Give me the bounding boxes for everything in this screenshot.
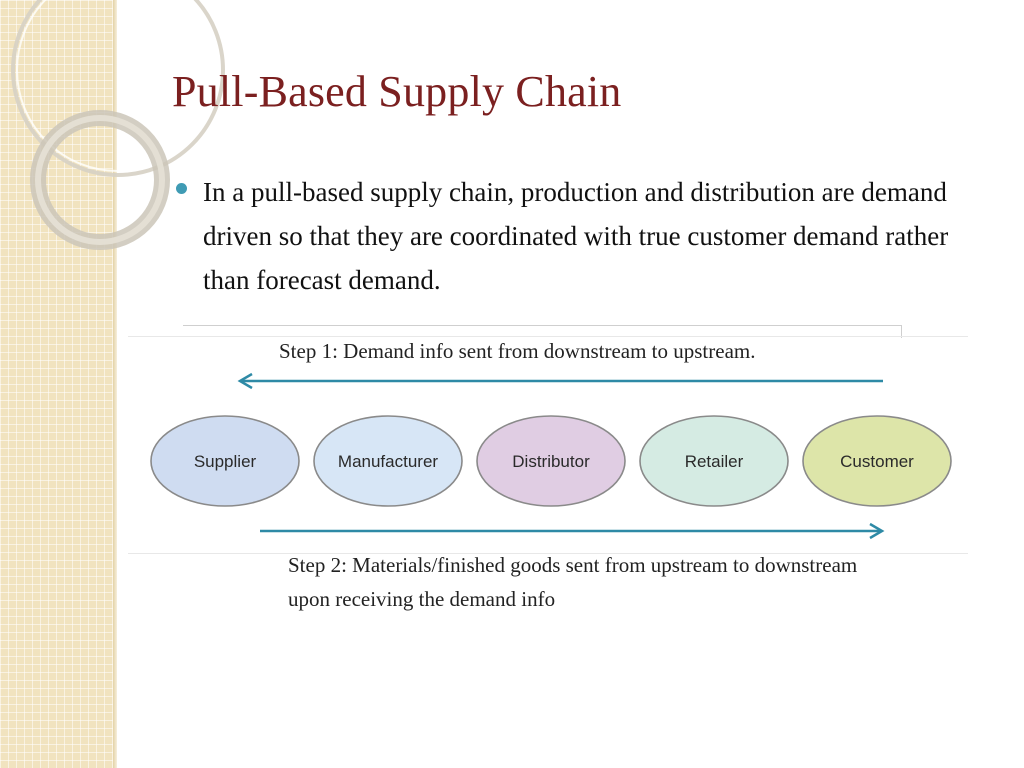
node-customer-label: Customer (840, 452, 914, 471)
figure-frame (183, 325, 902, 338)
node-supplier-label: Supplier (194, 452, 257, 471)
node-customer-shape (802, 415, 952, 507)
upstream-arrow-head-icon (237, 372, 253, 390)
step1-label: Step 1: Demand info sent from downstream… (279, 339, 756, 363)
node-manufacturer-shape (313, 415, 463, 507)
node-retailer-shape (639, 415, 789, 507)
step2-label: Step 2: Materials/finished goods sent fr… (288, 553, 858, 611)
node-retailer: Retailer (639, 415, 789, 507)
bullet-item: In a pull-based supply chain, production… (176, 170, 976, 302)
bullet-dot-icon (176, 183, 187, 194)
node-supplier: Supplier (150, 415, 300, 507)
node-supplier-shape (150, 415, 300, 507)
node-manufacturer-label: Manufacturer (338, 452, 438, 471)
ring-decoration-icon (11, 0, 225, 250)
node-distributor-label: Distributor (512, 452, 590, 471)
node-retailer-label: Retailer (685, 452, 744, 471)
node-distributor-shape (476, 415, 626, 507)
figure-bottom-line (128, 553, 968, 554)
node-manufacturer: Manufacturer (313, 415, 463, 507)
node-distributor: Distributor (476, 415, 626, 507)
nodes-group: Supplier Manufacturer Distributor Retailer C… (150, 415, 952, 507)
downstream-arrow-head-icon (869, 522, 885, 540)
slide-title: Pull-Based Supply Chain (172, 67, 622, 116)
node-customer: Customer (802, 415, 952, 507)
bullet-text: In a pull-based supply chain, production… (203, 177, 949, 295)
side-decor-edge (113, 0, 117, 768)
figure-top-line (128, 336, 968, 337)
